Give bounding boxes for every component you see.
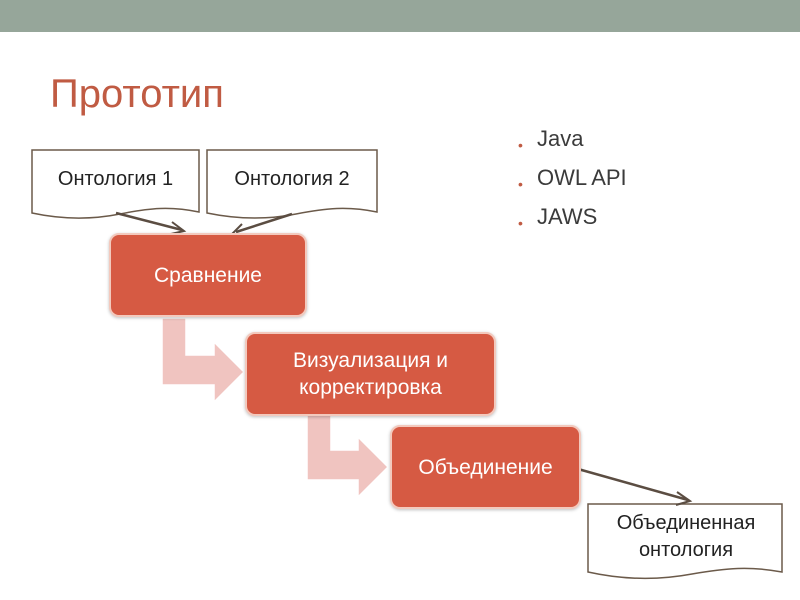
document-label-ontology-1: Онтология 1 — [57, 168, 174, 190]
bent-arrow-compare-to-visualize — [161, 317, 246, 404]
bullet-dot-icon: • — [518, 137, 523, 153]
bullet-text: OWL API — [537, 165, 627, 190]
step-compare: Сравнение — [109, 233, 307, 317]
document-shape-ontology-2 — [206, 149, 378, 219]
slide-title: Прототип — [50, 72, 224, 116]
header-bar — [0, 0, 800, 32]
bullet-item: • OWL API — [518, 163, 627, 202]
arrowhead-output-icon — [675, 491, 693, 506]
bullet-list: • Java • OWL API • JAWS — [518, 124, 627, 241]
step-visualize-correct: Визуализация и корректировка — [245, 332, 496, 416]
arrow-ontology-1-to-compare — [115, 211, 183, 232]
bent-arrow-visualize-to-merge — [306, 414, 390, 499]
bullet-text: Java — [537, 126, 584, 151]
document-label-ontology-2: Онтология 2 — [234, 168, 350, 190]
arrow-merge-to-output — [577, 467, 689, 502]
bullet-text: JAWS — [537, 204, 598, 229]
bullet-dot-icon: • — [518, 176, 523, 192]
bullet-item: • Java — [518, 124, 627, 163]
bullet-item: • JAWS — [518, 202, 627, 241]
document-shape-output — [587, 503, 783, 580]
bullet-dot-icon: • — [518, 215, 523, 231]
step-merge: Объединение — [390, 425, 581, 509]
arrow-ontology-2-to-compare — [235, 212, 293, 234]
document-label-output: Объединенная онтология — [616, 512, 756, 561]
